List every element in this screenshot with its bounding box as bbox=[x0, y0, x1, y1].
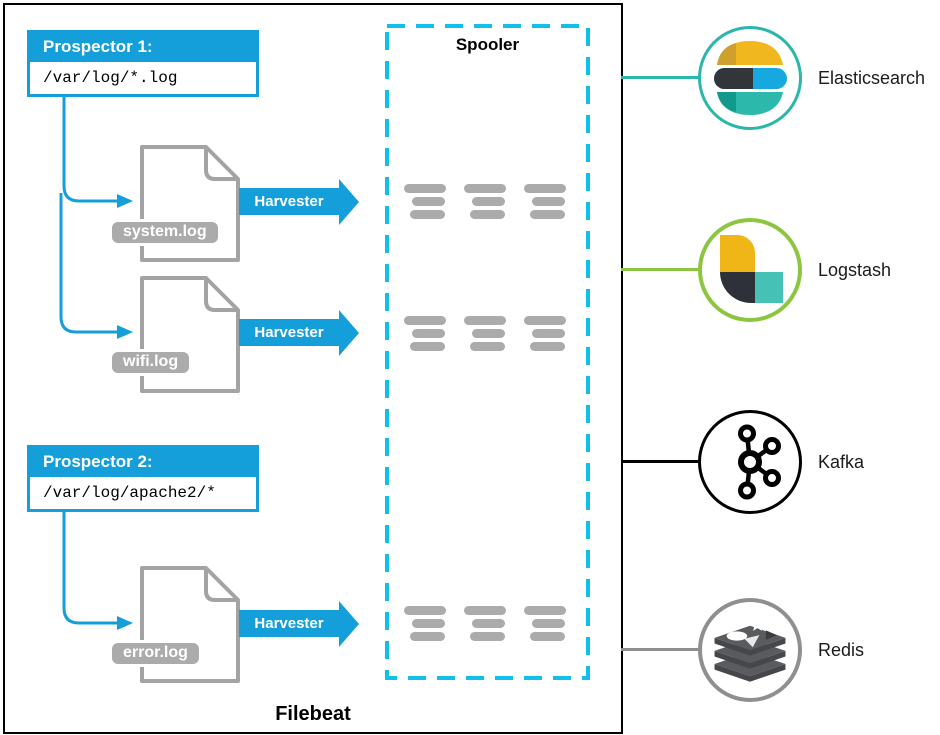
harvester-arrow: Harvester bbox=[239, 309, 359, 356]
spooler-dashed-border bbox=[385, 24, 590, 680]
kafka-logo-circle bbox=[698, 410, 802, 514]
output-label: Redis bbox=[818, 639, 865, 660]
file-label-error-log: error.log bbox=[109, 640, 202, 667]
connector-line bbox=[621, 268, 700, 271]
elasticsearch-logo-circle bbox=[698, 26, 802, 130]
output-kafka: Kafka bbox=[621, 410, 940, 514]
redis-icon bbox=[714, 617, 786, 682]
kafka-icon bbox=[738, 424, 781, 500]
logstash-icon bbox=[720, 235, 783, 303]
logstash-logo-circle bbox=[698, 218, 802, 322]
spooler-event-batch bbox=[404, 184, 584, 219]
spooler-event-batch bbox=[404, 606, 584, 641]
output-redis: Redis bbox=[621, 598, 940, 702]
filebeat-title: Filebeat bbox=[275, 703, 351, 725]
prospector-1-box: Prospector 1: /var/log/*.log bbox=[27, 30, 259, 97]
elasticsearch-icon bbox=[714, 41, 787, 115]
connector-line bbox=[621, 648, 700, 651]
filebeat-box: Prospector 1: /var/log/*.log Prospector … bbox=[3, 3, 623, 734]
prospector-2-box: Prospector 2: /var/log/apache2/* bbox=[27, 445, 259, 512]
output-label: Logstash bbox=[818, 259, 892, 280]
prospector-2-path: /var/log/apache2/* bbox=[30, 477, 256, 509]
prospector-1-title: Prospector 1: bbox=[30, 33, 256, 62]
spooler-event-batch bbox=[404, 316, 584, 351]
harvester-arrow: Harvester bbox=[239, 178, 359, 225]
file-label-wifi-log: wifi.log bbox=[109, 349, 193, 376]
connector-line bbox=[621, 460, 700, 463]
connector-line bbox=[621, 76, 700, 79]
prospector-1-path: /var/log/*.log bbox=[30, 62, 256, 94]
output-logstash: Logstash bbox=[621, 218, 940, 322]
spooler-title: Spooler bbox=[455, 35, 520, 54]
prospector-2-title: Prospector 2: bbox=[30, 448, 256, 477]
output-label: Elasticsearch bbox=[818, 67, 926, 88]
harvester-arrow: Harvester bbox=[239, 600, 359, 647]
redis-logo-circle bbox=[698, 598, 802, 702]
log-file-icon bbox=[140, 276, 240, 393]
output-label: Kafka bbox=[818, 451, 865, 472]
output-elasticsearch: Elasticsearch bbox=[621, 26, 940, 130]
spooler-box: Spooler bbox=[385, 24, 590, 680]
file-label-system-log: system.log bbox=[109, 219, 221, 246]
